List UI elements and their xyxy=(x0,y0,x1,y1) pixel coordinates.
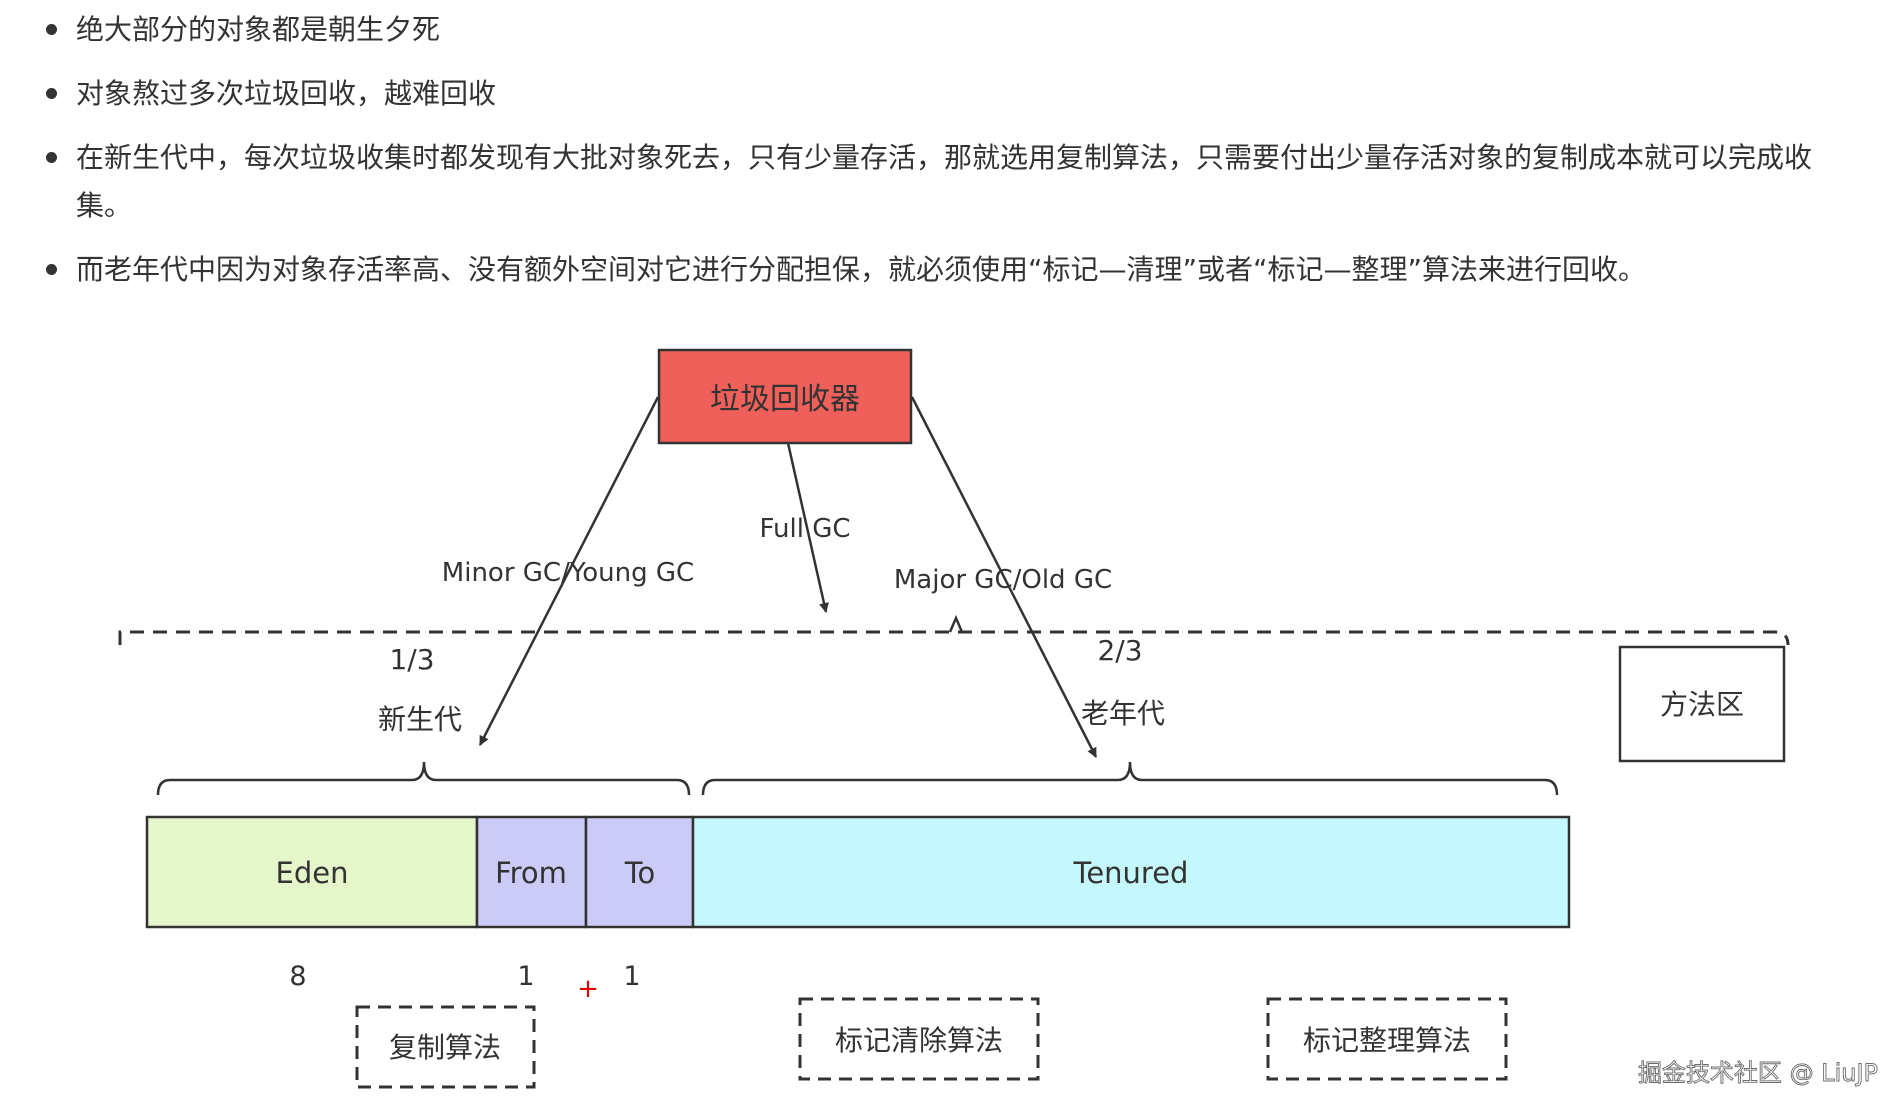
to-region xyxy=(584,815,695,929)
tenured-region xyxy=(691,815,1571,929)
mark-sweep-box xyxy=(798,997,1040,1081)
mark-compact-box xyxy=(1266,997,1508,1081)
copy-algorithm-box xyxy=(355,1005,536,1089)
plus-sign: + xyxy=(577,974,599,1004)
heap-dashed-outline xyxy=(118,630,1790,646)
old-generation-brace xyxy=(701,761,1559,796)
bullet-dot xyxy=(46,88,57,99)
minor-gc-arrow xyxy=(478,396,660,746)
garbage-collector-label: 垃圾回收器 xyxy=(710,382,860,417)
full-gc-label: Full GC xyxy=(759,514,850,544)
eden-label: Eden xyxy=(276,856,349,890)
bullet-text: 在新生代中，每次垃圾收集时都发现有大批对象死去，只有少量存活，那就选用复制算法，… xyxy=(76,141,1813,222)
bullet-dot xyxy=(46,152,57,163)
tenured-label: Tenured xyxy=(1073,856,1189,890)
bullet-item: 在新生代中，每次垃圾收集时都发现有大批对象死去，只有少量存活，那就选用复制算法，… xyxy=(38,134,1858,230)
to-ratio: 1 xyxy=(623,961,640,992)
mark-sweep-label: 标记清除算法 xyxy=(835,1024,1003,1057)
major-gc-label: Major GC/Old GC xyxy=(894,565,1112,595)
from-region xyxy=(475,815,588,929)
method-area-box xyxy=(1618,645,1786,763)
bullet-item: 对象熬过多次垃圾回收，越难回收 xyxy=(38,70,1858,118)
eden-region xyxy=(145,815,479,929)
bullet-dot xyxy=(46,264,57,275)
bullet-text: 绝大部分的对象都是朝生夕死 xyxy=(76,13,441,46)
young-generation-label: 新生代 xyxy=(378,703,462,736)
from-ratio: 1 xyxy=(517,961,534,992)
garbage-collector-box xyxy=(657,348,913,445)
from-label: From xyxy=(495,856,567,890)
old-ratio-label: 2/3 xyxy=(1097,634,1142,667)
minor-gc-label: Minor GC/Young GC xyxy=(442,558,694,588)
bullet-item: 而老年代中因为对象存活率高、没有额外空间对它进行分配担保，就必须使用“标记—清理… xyxy=(38,246,1858,294)
full-gc-arrow xyxy=(786,442,829,613)
major-gc-arrow xyxy=(910,396,1098,758)
method-area-label: 方法区 xyxy=(1660,688,1744,721)
bullet-text: 对象熬过多次垃圾回收，越难回收 xyxy=(76,77,497,110)
eden-ratio: 8 xyxy=(289,961,306,992)
young-generation-brace xyxy=(156,761,691,796)
bullet-dot xyxy=(46,24,57,35)
to-label: To xyxy=(624,856,656,890)
bullet-item: 绝大部分的对象都是朝生夕死 xyxy=(38,6,1858,54)
copy-algorithm-label: 复制算法 xyxy=(389,1031,501,1064)
mark-compact-label: 标记整理算法 xyxy=(1303,1024,1471,1057)
bullet-list: 绝大部分的对象都是朝生夕死 对象熬过多次垃圾回收，越难回收 在新生代中，每次垃圾… xyxy=(38,0,1858,310)
watermark: 掘金技术社区 @ LiuJP xyxy=(1638,1059,1878,1087)
young-ratio-label: 1/3 xyxy=(389,643,434,676)
bullet-text: 而老年代中因为对象存活率高、没有额外空间对它进行分配担保，就必须使用“标记—清理… xyxy=(76,253,1647,286)
heap-outline-notch xyxy=(948,614,964,633)
old-generation-label: 老年代 xyxy=(1081,697,1165,730)
